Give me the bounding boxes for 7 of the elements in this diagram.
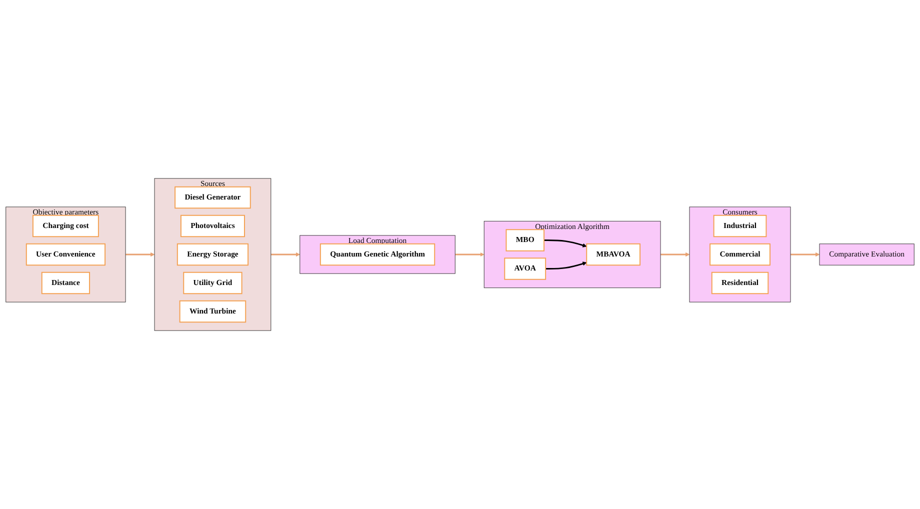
arrow — [126, 252, 155, 257]
arrow — [544, 240, 587, 248]
arrow — [660, 252, 690, 257]
arrow — [455, 252, 484, 257]
arrow — [546, 262, 587, 270]
arrow — [790, 252, 820, 257]
arrow — [270, 252, 300, 257]
